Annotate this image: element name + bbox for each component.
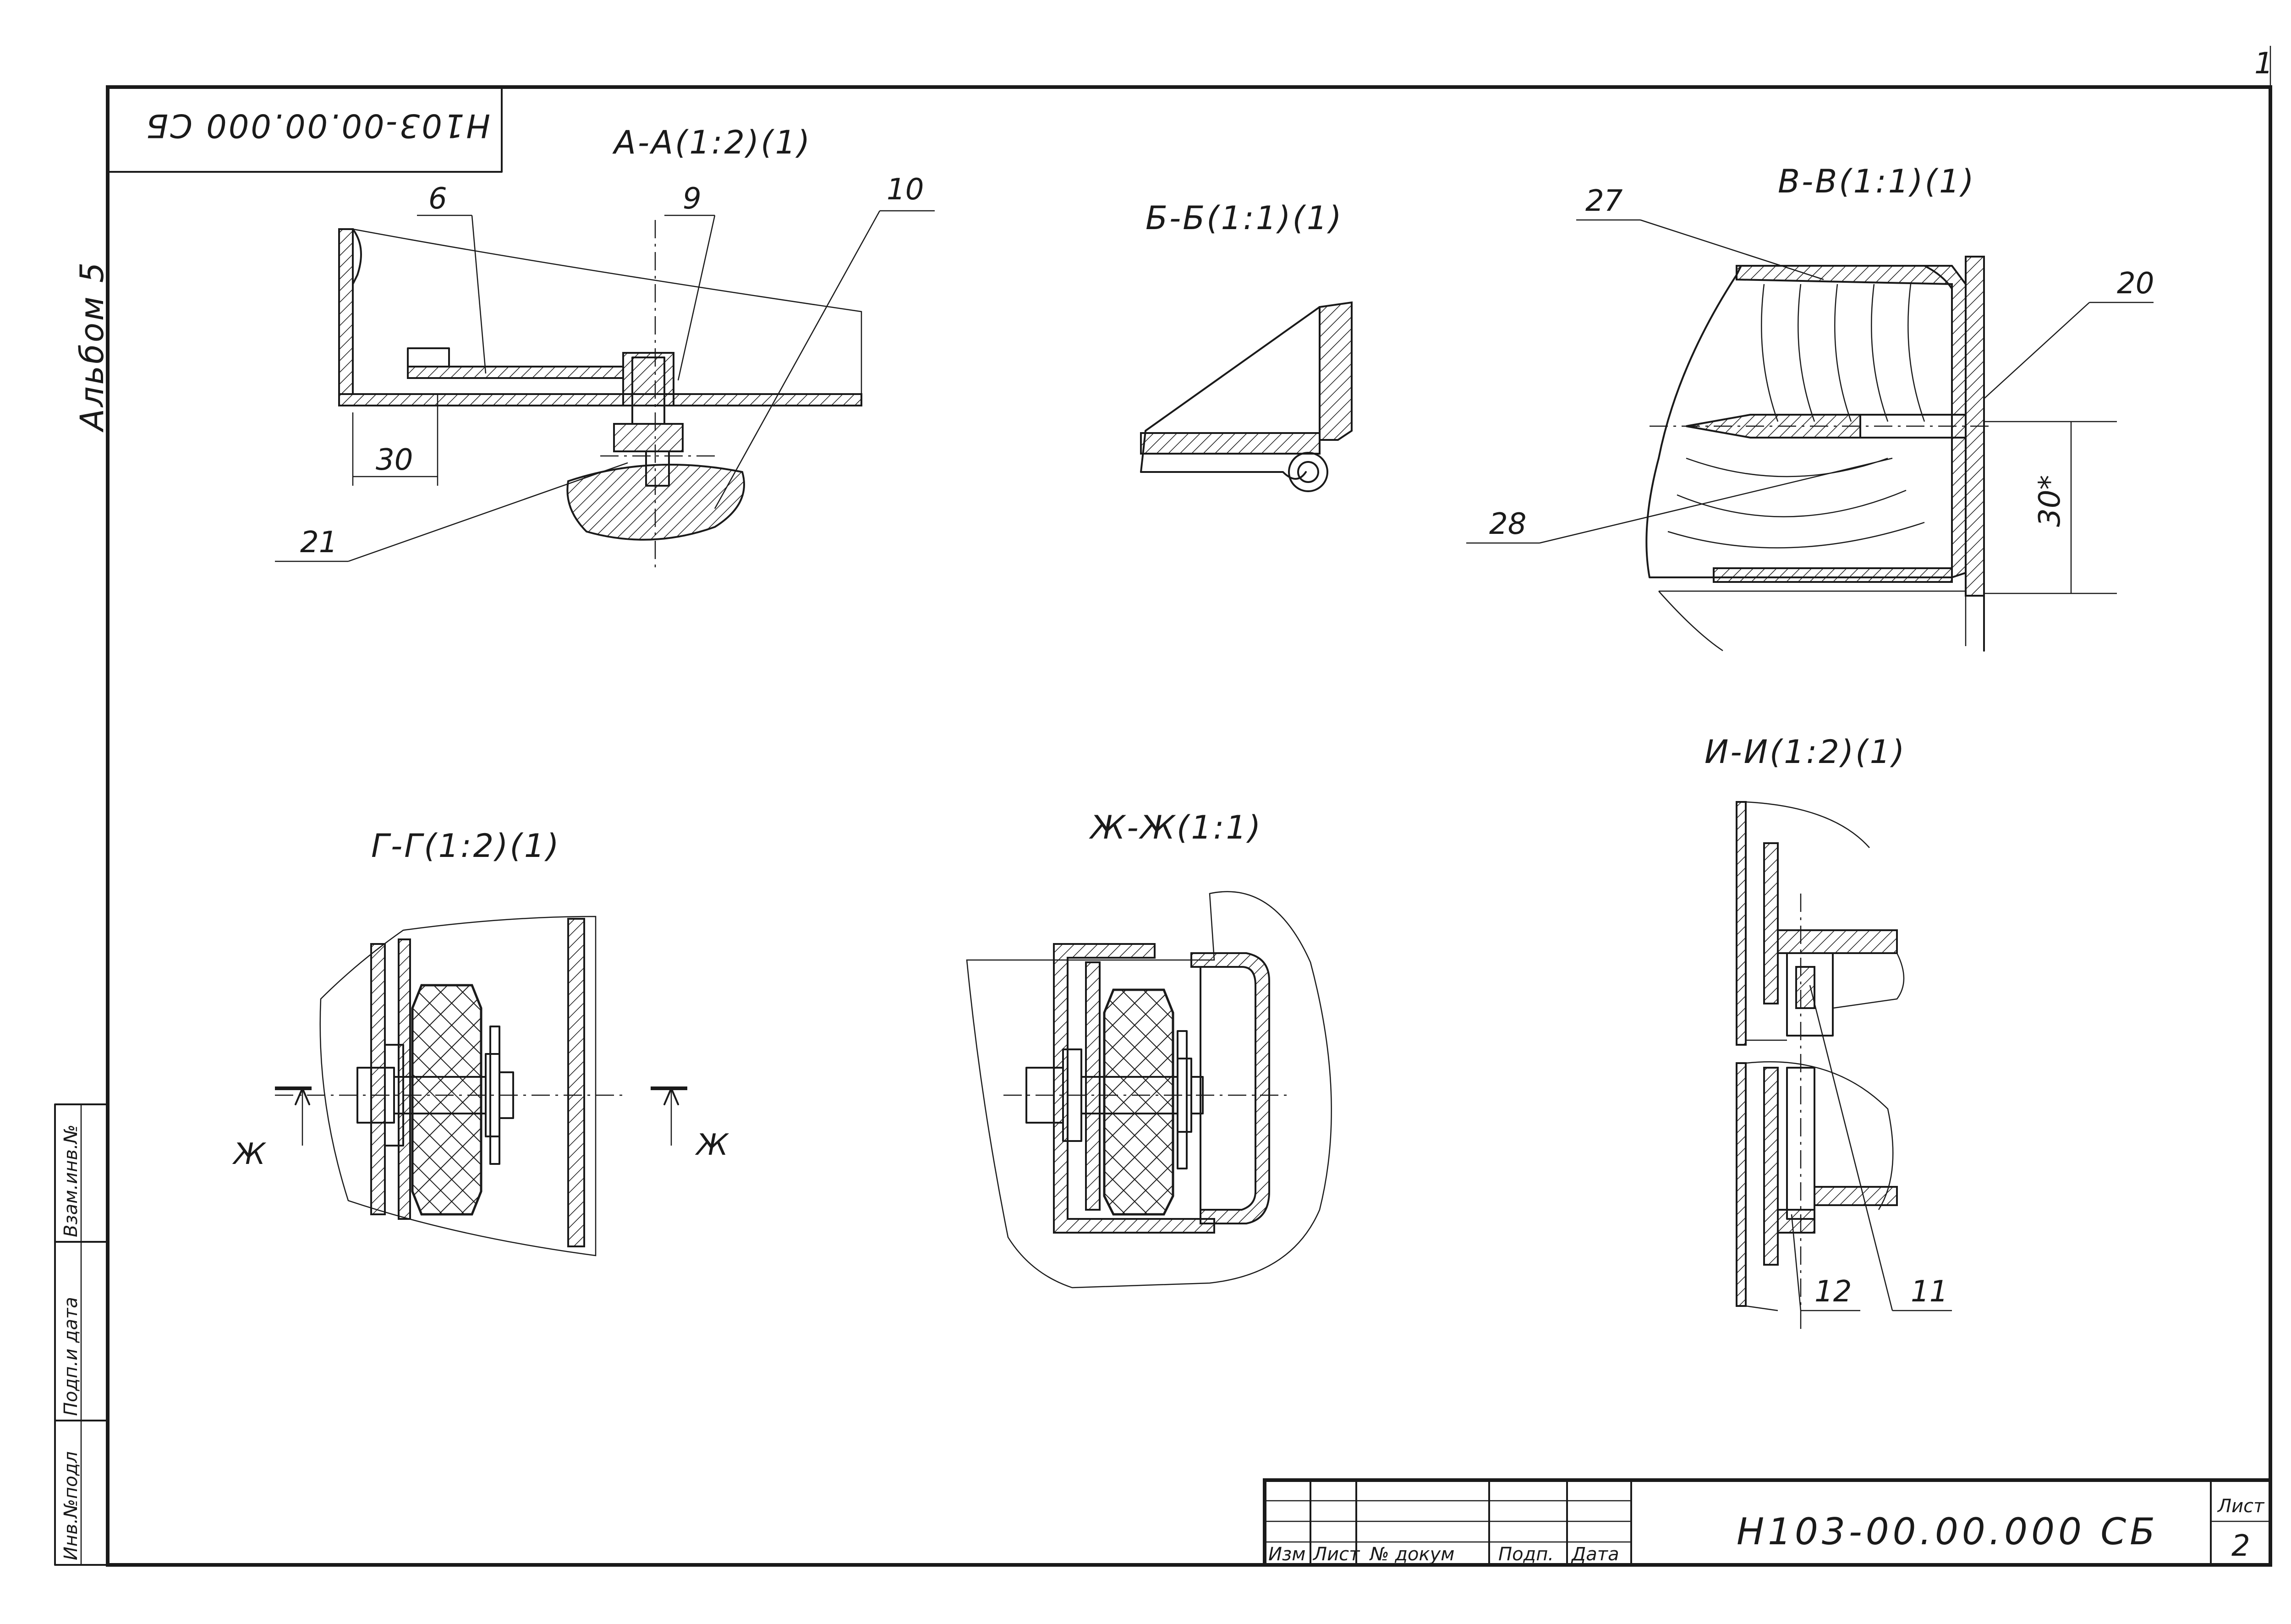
view-zhzh: Ж-Ж(1:1) bbox=[966, 809, 1332, 1289]
view-zhzh-title: Ж-Ж(1:1) bbox=[1089, 809, 1262, 846]
view-vv-callout-28: 28 bbox=[1489, 507, 1526, 541]
view-gg-mark-left: Ж bbox=[232, 1137, 267, 1171]
view-aa-callout-10: 10 bbox=[887, 173, 924, 207]
view-vv-callout-20: 20 bbox=[2117, 267, 2154, 301]
tb-sheet-value: 2 bbox=[2231, 1529, 2250, 1563]
side-stamp-replace: Взам.инв.№ bbox=[60, 1125, 82, 1237]
view-bb: Б-Б(1:1)(1) bbox=[1140, 199, 1353, 492]
view-ii: И-И(1:2)(1) 12 11 bbox=[1705, 733, 1952, 1329]
view-aa-dim: 30 bbox=[376, 443, 413, 477]
view-vv-callout-27: 27 bbox=[1585, 184, 1623, 218]
view-aa-callout-9: 9 bbox=[683, 182, 702, 216]
view-gg-title: Г-Г(1:2)(1) bbox=[371, 827, 561, 865]
view-vv-title: В-В(1:1)(1) bbox=[1778, 163, 1976, 200]
view-ii-callout-11: 11 bbox=[1911, 1275, 1948, 1309]
view-aa-callout-21: 21 bbox=[300, 526, 337, 560]
rotated-doc-number-box bbox=[107, 86, 503, 173]
view-aa: А-А(1:2)(1) 30 6 9 10 21 bbox=[275, 124, 935, 568]
tb-col-list: Лист bbox=[1312, 1544, 1360, 1565]
title-block: Изм Лист № докум Подп. Дата Н103-00.00.0… bbox=[1263, 1478, 2272, 1567]
tb-col-izm: Изм bbox=[1268, 1544, 1305, 1565]
view-vv-dim: 30* bbox=[2033, 475, 2067, 527]
view-gg: Г-Г(1:2)(1) Ж Ж bbox=[232, 827, 729, 1256]
tb-col-podp: Подп. bbox=[1498, 1544, 1554, 1565]
view-vv: В-В(1:1)(1) 30* 27 20 28 bbox=[1466, 163, 2154, 652]
tb-sheet-label: Лист bbox=[2217, 1496, 2265, 1517]
sheet-number-mark: 1 bbox=[2254, 47, 2273, 81]
view-aa-callout-6: 6 bbox=[428, 182, 447, 216]
rotated-doc-number: Н103-00.00.000 СБ bbox=[144, 107, 490, 144]
album-label: Альбом 5 bbox=[73, 261, 111, 433]
side-stamp: Инв.№подл Подп.и дата Взам.инв.№ bbox=[54, 1103, 109, 1566]
view-gg-mark-right: Ж bbox=[695, 1128, 729, 1162]
view-ii-title: И-И(1:2)(1) bbox=[1705, 733, 1906, 771]
side-stamp-inv: Инв.№подл bbox=[60, 1451, 82, 1560]
tb-doc-number: Н103-00.00.000 СБ bbox=[1737, 1510, 2159, 1553]
view-bb-title: Б-Б(1:1)(1) bbox=[1146, 199, 1343, 237]
tb-col-data: Дата bbox=[1571, 1544, 1619, 1565]
sheet-frame bbox=[106, 85, 2272, 1567]
side-stamp-sign: Подп.и дата bbox=[60, 1297, 82, 1416]
tb-col-dokum: № докум bbox=[1369, 1544, 1454, 1565]
view-ii-callout-12: 12 bbox=[1814, 1275, 1852, 1309]
view-aa-title: А-А(1:2)(1) bbox=[612, 124, 811, 161]
